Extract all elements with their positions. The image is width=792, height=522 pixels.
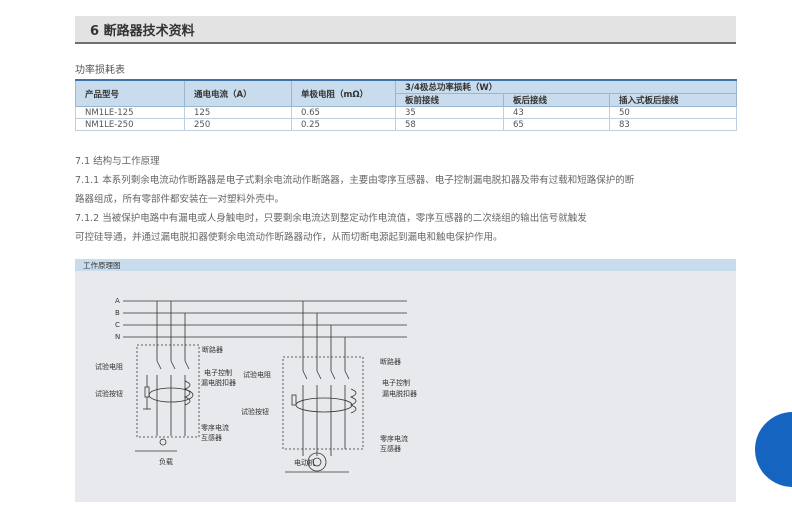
paragraph-text: 7.1.1 本系列剩余电流动作断路器是电子式剩余电流动作断路器，主要由零序互感器…: [75, 175, 635, 186]
cell-current: 125: [184, 106, 292, 119]
cell-rear: 65: [503, 118, 610, 131]
cell-resistance: 0.25: [291, 118, 396, 131]
cell-plugin: 83: [608, 118, 738, 131]
cell-front: 58: [395, 118, 504, 131]
header-power-group: 3/4极总功率损耗（W）: [394, 79, 738, 94]
label-zero-seq: 零序电流: [380, 434, 408, 443]
cell-current: 250: [184, 118, 292, 131]
paragraph-text: 路器组成，所有零部件都安装在一对塑料外壳中。: [75, 194, 285, 205]
header-front: 板前接线: [395, 93, 504, 107]
header-rear: 板后接线: [503, 93, 610, 107]
power-loss-table: 产品型号 通电电流（A） 单极电阻（mΩ） 3/4极总功率损耗（W） 板前接线 …: [75, 79, 738, 131]
label-load: 负载: [159, 457, 173, 466]
paragraph-text: 7.1.2 当被保护电路中有漏电或人身触电时，只要剩余电流达到整定动作电流值，零…: [75, 213, 587, 224]
section-header: 6 断路器技术资料: [75, 16, 736, 44]
cell-model: NM1LE-125: [75, 106, 185, 119]
diagram-title: 工作原理图: [83, 261, 121, 270]
diagram-title-bar: 工作原理图: [75, 259, 736, 271]
label-leakage-release: 漏电脱扣器: [201, 378, 236, 387]
label-motor: 电动机: [294, 458, 315, 467]
table-caption: 功率损耗表: [75, 65, 125, 76]
svg-text:A: A: [115, 297, 120, 305]
header-current: 通电电流（A）: [184, 79, 292, 107]
svg-text:C: C: [115, 321, 120, 329]
label-transformer: 互感器: [380, 444, 401, 453]
page-tab-marker: [755, 412, 792, 487]
section-title: 6 断路器技术资料: [90, 24, 195, 39]
svg-text:B: B: [115, 309, 120, 317]
paragraph-text: 可控硅导通，并通过漏电脱扣器使剩余电流动作断路器动作，从而切断电源起到漏电和触电…: [75, 232, 503, 243]
label-test-resistor: 试验电阻: [243, 370, 271, 379]
paragraph-heading: 7.1 结构与工作原理: [75, 156, 160, 167]
working-principle-diagram: 工作原理图: [75, 259, 736, 502]
label-leakage-release: 漏电脱扣器: [382, 389, 417, 398]
table-row: NM1LE-250 250 0.25 58 65 83: [75, 118, 738, 131]
label-breaker: 断路器: [202, 345, 223, 354]
cell-plugin: 50: [608, 106, 738, 119]
cell-model: NM1LE-250: [75, 118, 185, 131]
cell-resistance: 0.65: [291, 106, 396, 119]
label-test-resistor: 试验电阻: [95, 362, 123, 371]
circuit-diagram: A B C N 断路器 试验电阻 电子控制 漏电脱扣器 试验按钮 零序电流 互感…: [95, 297, 417, 473]
svg-text:N: N: [115, 333, 120, 341]
table-row: NM1LE-125 125 0.65 35 43 50: [75, 106, 738, 119]
label-breaker: 断路器: [380, 357, 401, 366]
label-zero-seq: 零序电流: [201, 423, 229, 432]
label-electronic-control: 电子控制: [204, 368, 232, 377]
label-test-button: 试验按钮: [95, 389, 123, 398]
label-transformer: 互感器: [201, 433, 222, 442]
cell-rear: 43: [503, 106, 610, 119]
label-electronic-control: 电子控制: [382, 378, 410, 387]
label-test-button: 试验按钮: [241, 407, 269, 416]
header-resistance: 单极电阻（mΩ）: [291, 79, 396, 107]
header-plugin: 插入式板后接线: [608, 93, 738, 107]
header-model: 产品型号: [75, 79, 185, 107]
cell-front: 35: [395, 106, 504, 119]
